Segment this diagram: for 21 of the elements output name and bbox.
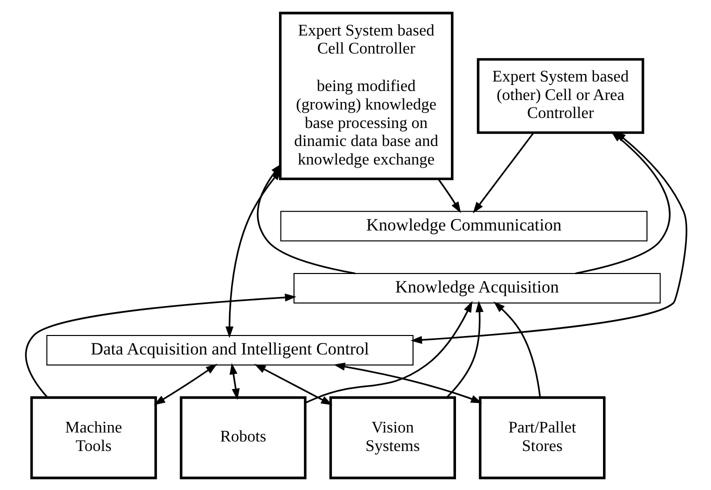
- node-box: Robots: [179, 396, 306, 479]
- node-box: Knowledge Acquisition: [293, 272, 660, 303]
- arrow: [224, 168, 282, 338]
- arrow: [437, 178, 460, 213]
- node-box: Part/Pallet Stores: [478, 396, 606, 479]
- arrow: [256, 163, 355, 274]
- arrow: [24, 293, 296, 398]
- node-box: Vision Systems: [328, 396, 456, 479]
- arrow: [304, 300, 472, 403]
- node-box: Data Acquisition and Intelligent Control: [46, 334, 414, 366]
- arrow: [254, 364, 332, 405]
- arrow: [493, 301, 540, 398]
- node-box: Knowledge Communication: [280, 210, 647, 241]
- node-box: Expert System based Cell Controller being modified (growing) knowledge base processing on dinamic data base and knowledge exchange: [278, 11, 453, 180]
- arrow: [229, 362, 240, 400]
- arrow: [333, 362, 482, 403]
- arrow: [446, 300, 484, 398]
- node-box: Machine Tools: [30, 396, 156, 479]
- arrow: [153, 363, 217, 405]
- arrow: [472, 132, 534, 213]
- node-box: Expert System based (other) Cell or Area Controller: [476, 58, 644, 134]
